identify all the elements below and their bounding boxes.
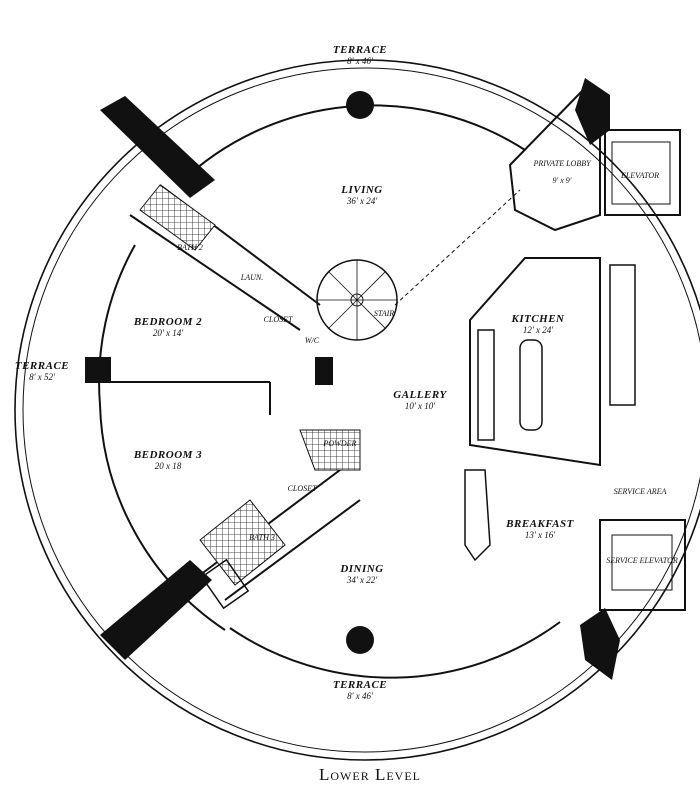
column-left xyxy=(85,357,111,383)
laun-name: LAUN. xyxy=(240,273,263,282)
spoke-wall-bottom-left xyxy=(100,560,212,660)
terrace-bottom-name: TERRACE xyxy=(333,679,387,691)
round-column-bottom xyxy=(346,626,374,654)
living-lobby-boundary xyxy=(394,189,521,306)
spiral-stair-treads xyxy=(317,260,397,340)
breakfast-dim: 13' x 16' xyxy=(525,530,556,540)
gallery-name: GALLERY xyxy=(393,389,447,401)
service-elevator-shaft xyxy=(599,519,686,611)
bath2-name: BATH 2 xyxy=(177,243,203,252)
service-elevator-name: SERVICE ELEVATOR xyxy=(606,556,678,565)
wic-name: W/C xyxy=(305,336,320,345)
plan-caption: Lower Level xyxy=(319,765,421,784)
bathtub xyxy=(200,558,250,610)
bath2-tile-floor xyxy=(139,184,216,251)
bath3-name: BATH 3 xyxy=(249,533,275,542)
bedroom2-upper-wall xyxy=(129,214,301,331)
stair-name: STAIR xyxy=(374,309,394,318)
bedroom2-name: BEDROOM 2 xyxy=(133,316,202,328)
room-labels: TERRACE 8' x 46' TERRACE 8' x 52' TERRAC… xyxy=(15,44,678,701)
terrace-outer-ring xyxy=(14,59,700,761)
column-bottom-right xyxy=(580,608,620,680)
column-top-right xyxy=(575,78,610,145)
kitchen-pantry xyxy=(609,264,636,406)
kitchen-counter xyxy=(477,329,495,441)
terrace-top-dim: 8' x 46' xyxy=(347,56,374,66)
column-center xyxy=(315,357,333,385)
terrace-inner-ring xyxy=(22,67,700,753)
living-name: LIVING xyxy=(340,184,383,196)
dining-dim: 34' x 22' xyxy=(346,575,378,585)
terrace-bottom-dim: 8' x 46' xyxy=(347,691,374,701)
bedroom2-dim: 20' x 14' xyxy=(153,328,184,338)
closet2-name: CLOSET xyxy=(288,484,317,493)
powder-name: POWDER xyxy=(323,439,357,448)
bath3-tile-floor xyxy=(199,499,286,586)
service-elevator-car xyxy=(611,534,673,591)
breakfast-counter xyxy=(464,469,491,562)
bath3-lower-wall xyxy=(224,499,361,601)
elevator-shaft xyxy=(604,129,681,216)
terrace-left-dim: 8' x 52' xyxy=(29,372,56,382)
closet1-name: CLOSET xyxy=(264,315,293,324)
private-lobby-name: PRIVATE LOBBY xyxy=(532,159,592,168)
dining-name: DINING xyxy=(339,563,383,575)
bedroom3-dim: 20 x 18 xyxy=(155,461,182,471)
elevator-car xyxy=(611,141,671,205)
kitchen-walls xyxy=(469,257,601,467)
bedroom3-name: BEDROOM 3 xyxy=(133,449,202,461)
powder-tile-floor xyxy=(299,429,361,471)
kitchen-dim: 12' x 24' xyxy=(523,325,554,335)
breakfast-name: BREAKFAST xyxy=(505,518,574,530)
kitchen-name: KITCHEN xyxy=(510,313,565,325)
service-area-name: SERVICE AREA xyxy=(614,487,667,496)
terrace-top-name: TERRACE xyxy=(333,44,387,56)
elevator-name: ELEVATOR xyxy=(620,171,659,180)
living-dim: 36' x 24' xyxy=(346,196,378,206)
round-column-top xyxy=(346,91,374,119)
private-lobby-walls xyxy=(508,86,601,232)
terrace-left-name: TERRACE xyxy=(15,360,69,372)
gallery-dim: 10' x 10' xyxy=(405,401,436,411)
kitchen-island xyxy=(519,339,543,431)
private-lobby-dim: 9' x 9' xyxy=(553,176,572,185)
spoke-wall-top-left xyxy=(100,96,215,198)
